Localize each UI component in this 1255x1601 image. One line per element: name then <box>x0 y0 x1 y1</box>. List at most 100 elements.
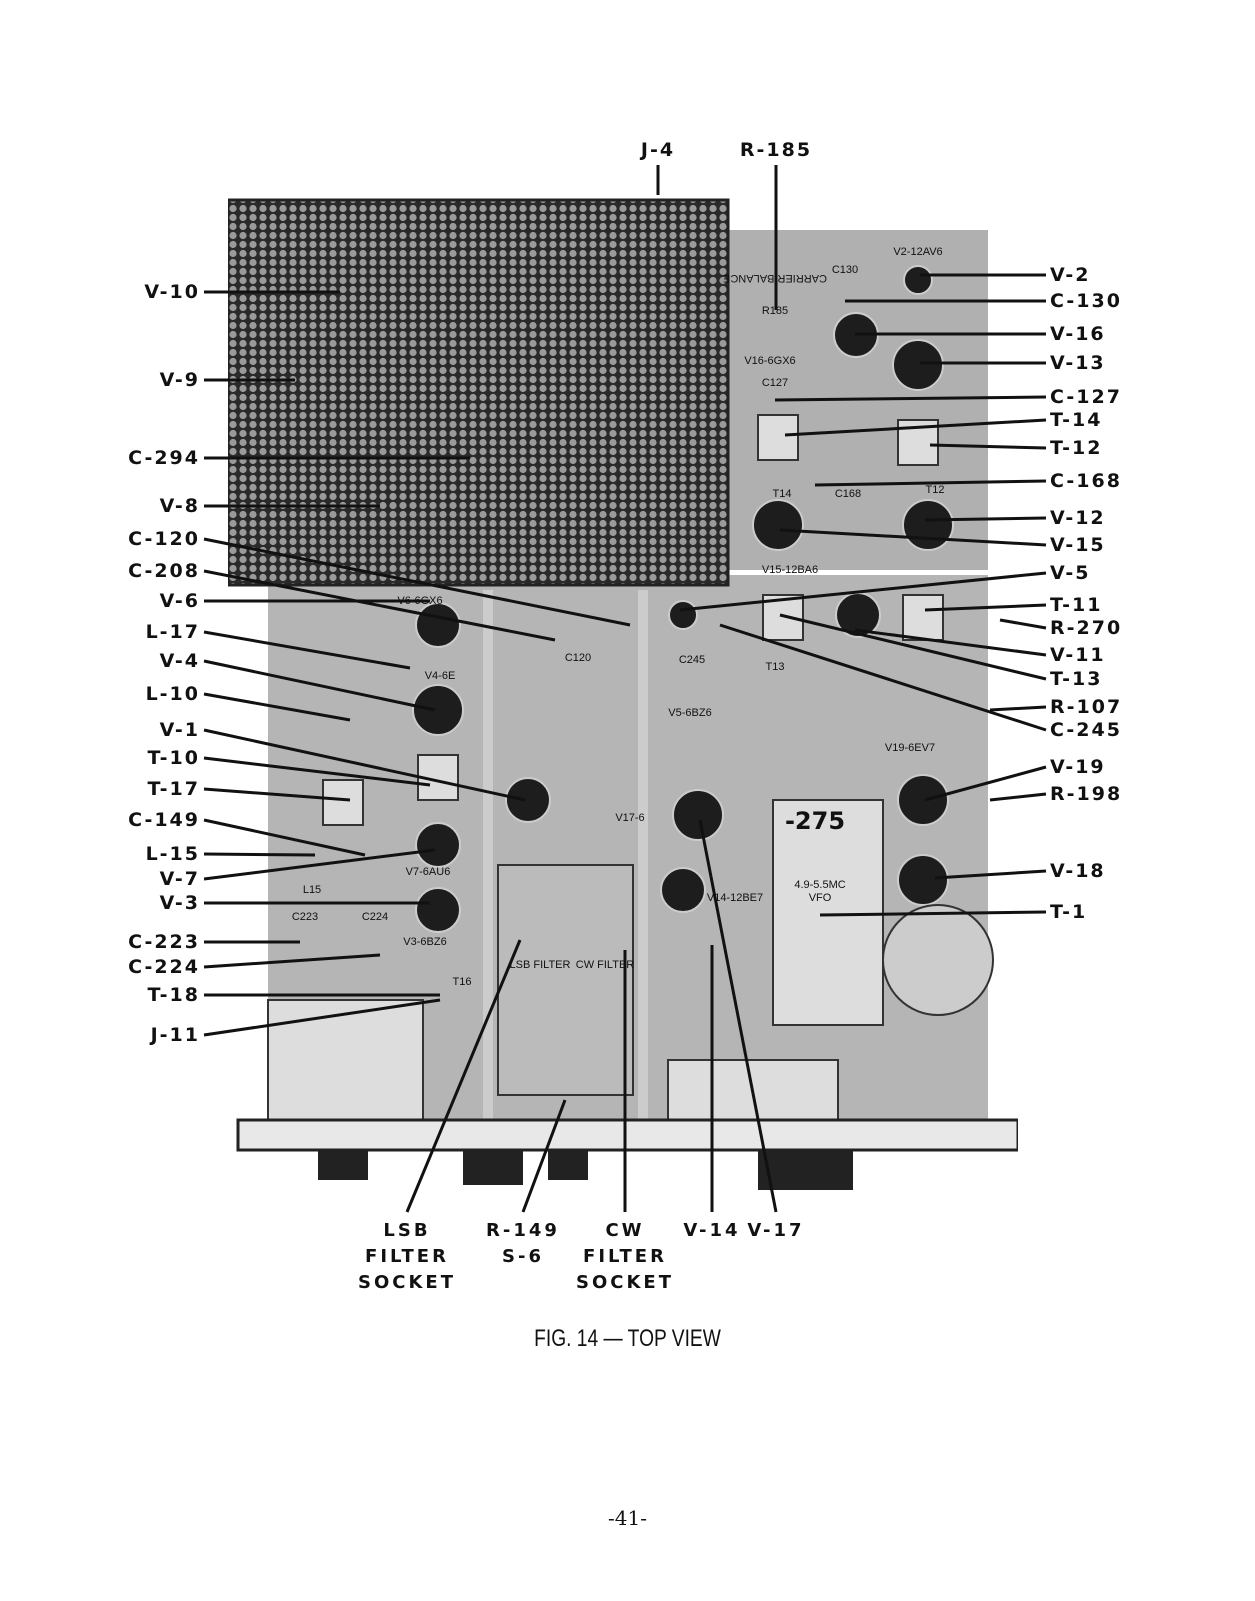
callout-label-line: V-17 <box>747 1220 805 1241</box>
leader-line <box>203 630 411 670</box>
callout-label-line: SOCKET <box>576 1272 674 1293</box>
callout-label-right: T-1 <box>1050 901 1088 923</box>
leader-line <box>999 618 1047 630</box>
photo-marking: V7-6AU6 <box>405 866 451 878</box>
callout-label-left: V-7 <box>159 868 200 890</box>
callout-label-line: FILTER <box>365 1246 449 1267</box>
leader-line <box>779 528 1047 547</box>
callout-label-top: J-4 <box>640 139 676 161</box>
photo-marking: C127 <box>761 377 789 389</box>
leader-line <box>405 939 522 1213</box>
callout-label-line: CW <box>605 1220 645 1241</box>
callout-label-right: V-13 <box>1050 352 1106 374</box>
photo-marking: L15 <box>302 884 322 896</box>
callout-label-right: C-168 <box>1050 470 1122 492</box>
callout-label-right: R-198 <box>1050 783 1123 805</box>
callout-label-right: C-245 <box>1050 719 1122 741</box>
chassis-top-view-photo <box>226 195 1020 1190</box>
leader-line <box>924 765 1047 802</box>
leader-line <box>924 603 1047 612</box>
callout-label-right: R-270 <box>1050 617 1123 639</box>
leader-line <box>819 910 1047 917</box>
photo-marking: -275 <box>784 807 846 835</box>
callout-label-right: V-11 <box>1050 644 1106 666</box>
leader-line <box>203 818 366 857</box>
photo-marking: C245 <box>678 654 706 666</box>
photo-marking: T13 <box>765 661 785 673</box>
callout-label-left: C-208 <box>128 560 200 582</box>
callout-label-right: T-11 <box>1050 594 1103 616</box>
callout-label-right: C-130 <box>1050 290 1122 312</box>
callout-label-right: V-18 <box>1050 860 1106 882</box>
callout-label-left: V-1 <box>159 719 200 741</box>
callout-label-left: C-223 <box>128 931 200 953</box>
leader-line <box>203 569 556 642</box>
callout-label-right: R-107 <box>1050 696 1123 718</box>
photo-marking: V4-6E <box>424 670 456 682</box>
leader-line <box>203 787 351 802</box>
callout-label-top: R-185 <box>739 139 813 161</box>
leader-line <box>929 443 1047 450</box>
callout-label-right: V-19 <box>1050 756 1106 778</box>
callout-label-left: V-10 <box>144 281 200 303</box>
callout-label-left: T-17 <box>147 778 200 800</box>
photo-marking: T14 <box>772 488 792 500</box>
leader-line <box>719 623 1047 732</box>
leader-line <box>203 998 441 1037</box>
callout-label-line: S-6 <box>502 1246 544 1267</box>
photo-marking: CW FILTER <box>575 959 635 971</box>
callout-label-right: T-14 <box>1050 409 1103 431</box>
photo-marking: V14-12BE7 <box>706 892 764 904</box>
leader-line <box>203 756 431 787</box>
photo-marking: R185 <box>761 305 789 317</box>
leader-line <box>203 953 381 969</box>
callout-label-right: V-15 <box>1050 534 1106 556</box>
leader-line <box>203 537 631 627</box>
photo-marking: C223 <box>291 911 319 923</box>
leader-line <box>814 479 1047 487</box>
photo-marking: T16 <box>452 976 472 988</box>
photo-marking: C120 <box>564 652 592 664</box>
photo-marking: V2-12AV6 <box>893 246 943 258</box>
callout-label-right: V-16 <box>1050 323 1106 345</box>
leader-line <box>779 613 1047 681</box>
callout-label-left: V-6 <box>159 590 200 612</box>
callout-label-right: C-127 <box>1050 386 1122 408</box>
leader-line <box>698 819 778 1213</box>
leader-line <box>203 852 316 857</box>
leader-line <box>203 692 351 722</box>
callout-label-bottom: CW FILTER SOCKET <box>555 1218 695 1296</box>
callout-label-line: R-149 <box>486 1220 560 1241</box>
leader-line <box>203 728 526 802</box>
callout-label-left: C-149 <box>128 809 200 831</box>
callout-label-left: V-4 <box>159 650 200 672</box>
leader-line <box>924 516 1047 522</box>
photo-marking: V3-6BZ6 <box>403 936 447 948</box>
photo-marking: V17-6 <box>615 812 645 824</box>
photo-marking: LSB FILTER <box>509 959 571 971</box>
leader-line <box>989 792 1047 802</box>
leader-line <box>521 1099 567 1213</box>
photo-marking: VFO <box>808 892 832 904</box>
callout-label-left: C-224 <box>128 956 200 978</box>
callout-label-left: V-3 <box>159 892 200 914</box>
callout-label-left: C-120 <box>128 528 200 550</box>
page-number: -41- <box>608 1506 647 1530</box>
callout-label-right: V-5 <box>1050 562 1091 584</box>
photo-marking: C224 <box>361 911 389 923</box>
callout-label-bottom: V-17 <box>706 1218 846 1244</box>
callout-label-right: V-2 <box>1050 264 1091 286</box>
photo-marking: 4.9-5.5MC <box>794 879 846 891</box>
photo-marking: V15-12BA6 <box>761 564 819 576</box>
callout-label-line: FILTER <box>583 1246 667 1267</box>
photo-marking: V5-6BZ6 <box>668 707 712 719</box>
callout-label-left: C-294 <box>128 447 200 469</box>
callout-label-left: T-18 <box>147 984 200 1006</box>
callout-label-left: T-10 <box>147 747 200 769</box>
callout-label-left: L-17 <box>145 621 200 643</box>
photo-marking: T12 <box>925 484 945 496</box>
leader-line <box>934 869 1047 880</box>
